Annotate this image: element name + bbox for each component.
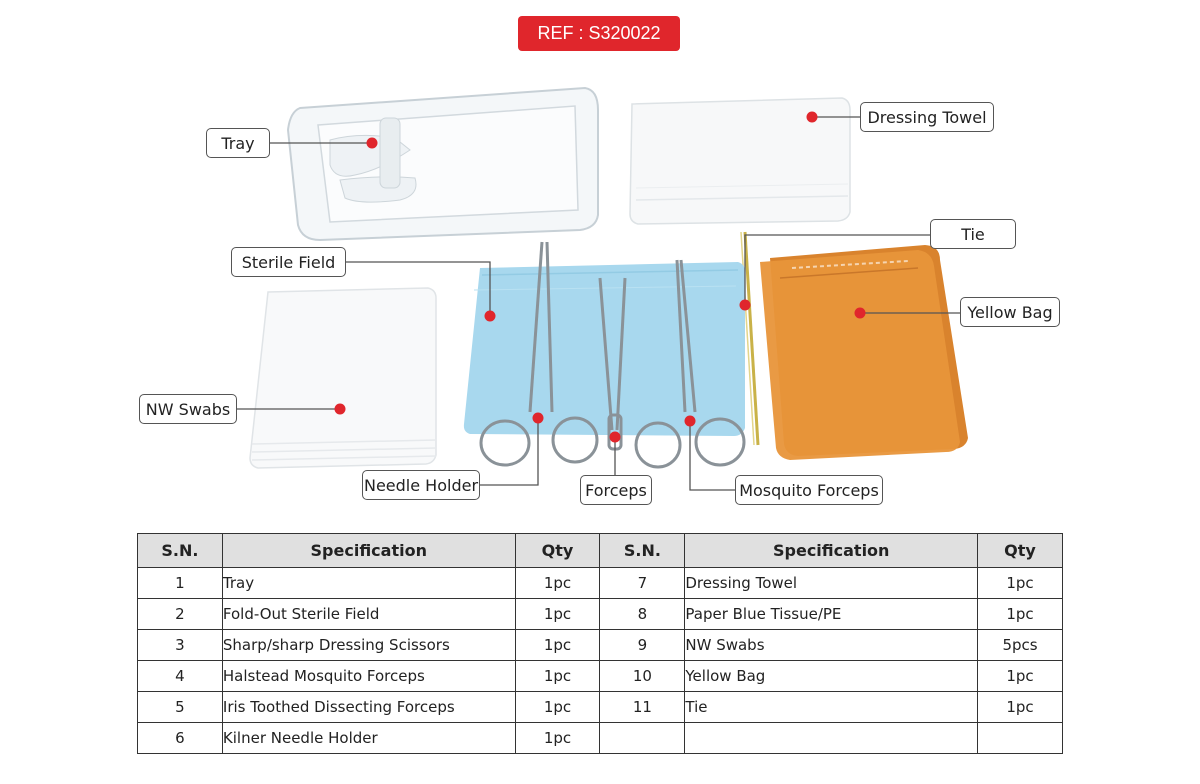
header-specification: Specification [221,533,516,568]
dressing-towel-image [629,97,851,225]
cell-specification: Sharp/sharp Dressing Scissors [221,629,516,661]
yellow-bag-image [760,245,968,460]
cell-specification: Yellow Bag [684,660,979,692]
header-qty: Qty [514,533,601,568]
cell-specification: Halstead Mosquito Forceps [221,660,516,692]
label-sterile-field: Sterile Field [231,247,346,277]
marker-dot-tie [739,299,751,311]
header-qty: Qty [977,533,1063,568]
cell-specification [684,722,979,754]
label-tray: Tray [206,128,270,158]
marker-dot-sterile-field [484,310,496,322]
cell-sn: 8 [599,598,686,630]
marker-dot-yellow-bag [854,307,866,319]
cell-specification: Iris Toothed Dissecting Forceps [221,691,516,723]
cell-sn: 9 [599,629,686,661]
marker-dot-tray [366,137,378,149]
cell-qty: 1pc [514,722,601,754]
cell-sn: 2 [137,598,223,630]
table-row: 1 Tray 1pc 7 Dressing Towel 1pc [137,567,1063,599]
cell-qty: 1pc [514,660,601,692]
label-tie: Tie [930,219,1016,249]
cell-sn: 4 [137,660,223,692]
product-illustration [237,86,968,491]
table-row: 3 Sharp/sharp Dressing Scissors 1pc 9 NW… [137,629,1063,661]
label-forceps: Forceps [580,475,652,505]
cell-sn: 11 [599,691,686,723]
label-dressing-towel: Dressing Towel [860,102,994,132]
cell-qty: 1pc [514,567,601,599]
marker-dot-needle-holder [532,412,544,424]
cell-qty: 1pc [514,691,601,723]
cell-qty: 1pc [977,660,1063,692]
marker-dot-dressing-towel [806,111,818,123]
needle-holder-image [479,241,599,467]
cell-qty: 5pcs [977,629,1063,661]
cell-sn: 7 [599,567,686,599]
cell-qty: 1pc [977,598,1063,630]
cell-sn: 5 [137,691,223,723]
cell-sn: 10 [599,660,686,692]
tray-image [286,86,599,242]
marker-dots [334,111,866,443]
marker-dot-forceps [609,431,621,443]
cell-qty: 1pc [514,629,601,661]
cell-specification: Tray [221,567,516,599]
cell-specification: Paper Blue Tissue/PE [684,598,979,630]
table-header-row: S.N. Specification Qty S.N. Specificatio… [137,533,1063,568]
cell-sn: 3 [137,629,223,661]
cell-qty [977,722,1063,754]
cell-specification: Fold-Out Sterile Field [221,598,516,630]
cell-sn [599,722,686,754]
label-nw-swabs: NW Swabs [139,394,237,424]
label-mosquito-forceps: Mosquito Forceps [735,475,883,505]
label-yellow-bag: Yellow Bag [960,297,1060,327]
marker-dot-mosquito-forceps [684,415,696,427]
label-needle-holder: Needle Holder [362,470,480,500]
header-sn: S.N. [599,533,686,568]
cell-sn: 6 [137,722,223,754]
cell-qty: 1pc [977,691,1063,723]
ref-badge: REF : S320022 [518,16,680,51]
cell-qty: 1pc [977,567,1063,599]
table-row: 6 Kilner Needle Holder 1pc [137,722,1063,754]
header-specification: Specification [684,533,979,568]
cell-specification: NW Swabs [684,629,979,661]
table-row: 2 Fold-Out Sterile Field 1pc 8 Paper Blu… [137,598,1063,630]
cell-specification: Dressing Towel [684,567,979,599]
header-sn: S.N. [137,533,223,568]
marker-dot-nw-swabs [334,403,346,415]
leader-lines [237,116,960,491]
cell-specification: Kilner Needle Holder [221,722,516,754]
cell-specification: Tie [684,691,979,723]
mosquito-forceps-image [634,259,746,469]
cell-sn: 1 [137,567,223,599]
table-row: 4 Halstead Mosquito Forceps 1pc 10 Yello… [137,660,1063,692]
specification-table: S.N. Specification Qty S.N. Specificatio… [137,533,1063,754]
table-row: 5 Iris Toothed Dissecting Forceps 1pc 11… [137,691,1063,723]
cell-qty: 1pc [514,598,601,630]
nw-swabs-image [249,287,437,469]
